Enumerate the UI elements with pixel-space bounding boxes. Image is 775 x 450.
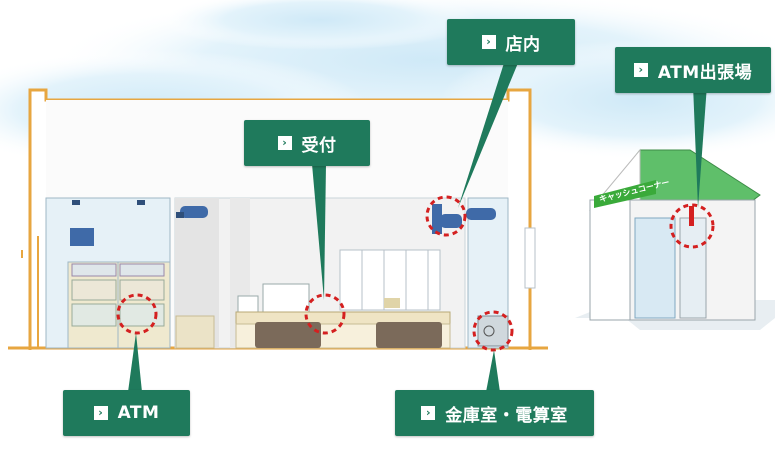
callout-pointers [128, 63, 707, 392]
cash-corner-kiosk [575, 148, 775, 330]
chevron-right-icon: › [421, 406, 436, 420]
callout-atm-outlet-label: ATM出張場 [657, 62, 753, 83]
chevron-right-icon: › [277, 136, 292, 150]
callout-atm[interactable]: › ATM [63, 390, 190, 436]
callout-store-interior-label: 店内 [505, 34, 541, 55]
bank-building [8, 88, 548, 350]
marker-store-interior [425, 195, 467, 237]
chevron-right-icon: › [481, 35, 496, 49]
atm-notice-sign [70, 228, 94, 246]
marker-atm [116, 293, 158, 335]
callout-reception[interactable]: › 受付 [244, 120, 370, 166]
atm-room [45, 197, 171, 349]
marker-atm-outlet [669, 203, 715, 249]
callout-vault[interactable]: › 金庫室・電算室 [395, 390, 594, 436]
security-camera-icon [432, 204, 496, 234]
marker-reception [304, 293, 346, 335]
callout-vault-label: 金庫室・電算室 [445, 405, 568, 426]
chevron-right-icon: › [93, 406, 108, 420]
callout-reception-label: 受付 [301, 135, 337, 156]
callout-atm-label: ATM [117, 403, 160, 423]
chevron-right-icon: › [633, 63, 648, 77]
callout-store-interior[interactable]: › 店内 [447, 19, 575, 65]
security-camera-icon [176, 206, 208, 218]
marker-vault [472, 310, 514, 352]
callout-atm-outlet[interactable]: › ATM出張場 [615, 47, 771, 93]
